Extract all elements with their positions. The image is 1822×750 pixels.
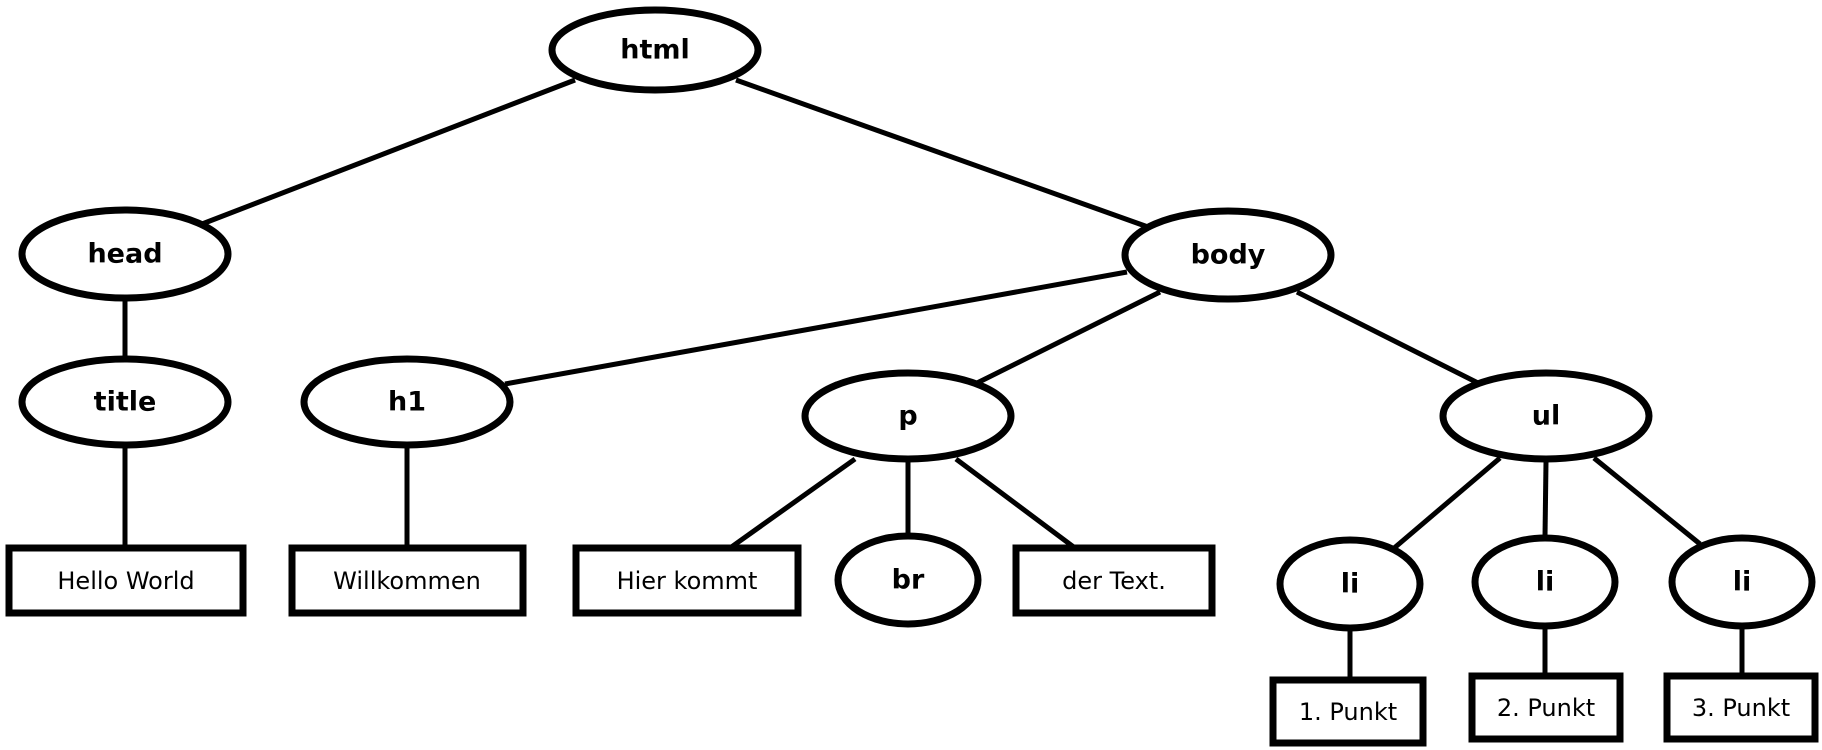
text-node-punkt-1: 1. Punkt [1269, 676, 1427, 747]
text-node-hier-kommt: Hier kommt [572, 544, 802, 617]
text-node-hier-kommt-label: Hier kommt [617, 567, 758, 595]
node-li-2: li [1471, 534, 1619, 630]
node-p: p [801, 369, 1015, 463]
text-node-hello-world: Hello World [5, 544, 247, 617]
node-p-shape [801, 369, 1015, 463]
text-node-hello-world-box [5, 544, 247, 617]
edge-ul-li3 [1592, 456, 1702, 546]
text-node-punkt-2: 2. Punkt [1468, 672, 1624, 743]
edge-ul-li2 [1542, 461, 1549, 538]
text-node-punkt-1-box [1269, 676, 1427, 747]
node-h1-label: h1 [388, 387, 426, 418]
node-html-label: html [620, 35, 690, 66]
node-h1: h1 [300, 355, 514, 449]
text-node-punkt-3-label: 3. Punkt [1692, 694, 1790, 722]
node-head-shape [18, 206, 232, 302]
tree-edges [122, 77, 1745, 680]
node-li-1-shape [1276, 536, 1424, 632]
text-node-punkt-2-label: 2. Punkt [1497, 694, 1595, 722]
text-node-punkt-1-label: 1. Punkt [1299, 698, 1397, 726]
node-ul-shape [1439, 369, 1653, 463]
node-html-shape [548, 6, 762, 94]
edge-body-ul [1295, 289, 1482, 387]
text-node-punkt-3: 3. Punkt [1663, 672, 1819, 743]
node-body-label: body [1191, 240, 1266, 271]
node-ul-label: ul [1532, 401, 1560, 432]
node-br: br [834, 532, 982, 628]
text-node-hello-world-label: Hello World [57, 567, 194, 595]
edge-html-head [201, 77, 576, 227]
text-node-willkommen-label: Willkommen [333, 567, 481, 595]
text-node-der-text-label: der Text. [1062, 567, 1166, 595]
node-head: head [18, 206, 232, 302]
edge-body-p [973, 289, 1162, 387]
text-node-punkt-2-box [1468, 672, 1624, 743]
text-node-der-text: der Text. [1012, 544, 1216, 617]
edge-html-body [735, 77, 1149, 230]
node-ul: ul [1439, 369, 1653, 463]
node-head-label: head [87, 239, 162, 270]
node-li-3-label: li [1733, 567, 1752, 598]
node-li-1: li [1276, 536, 1424, 632]
node-li-2-label: li [1536, 567, 1555, 598]
edge-p-text1 [728, 456, 857, 551]
edge-ul-li1 [1391, 456, 1502, 551]
text-node-der-text-box [1012, 544, 1216, 617]
text-node-punkt-3-box [1663, 672, 1819, 743]
node-h1-shape [300, 355, 514, 449]
node-li-3: li [1668, 534, 1816, 630]
edge-p-text2 [954, 456, 1077, 551]
text-node-willkommen: Willkommen [288, 544, 527, 617]
node-title: title [18, 355, 232, 449]
text-node-hier-kommt-box [572, 544, 802, 617]
node-li-1-label: li [1341, 569, 1360, 600]
node-p-label: p [898, 401, 917, 432]
node-body: body [1121, 207, 1335, 303]
node-br-shape [834, 532, 982, 628]
node-li-2-shape [1471, 534, 1619, 630]
text-node-willkommen-box [288, 544, 527, 617]
node-title-shape [18, 355, 232, 449]
node-html: html [548, 6, 762, 94]
node-br-label: br [892, 565, 925, 596]
node-li-3-shape [1668, 534, 1816, 630]
node-body-shape [1121, 207, 1335, 303]
node-title-label: title [94, 387, 157, 418]
edge-body-h1 [504, 269, 1128, 387]
